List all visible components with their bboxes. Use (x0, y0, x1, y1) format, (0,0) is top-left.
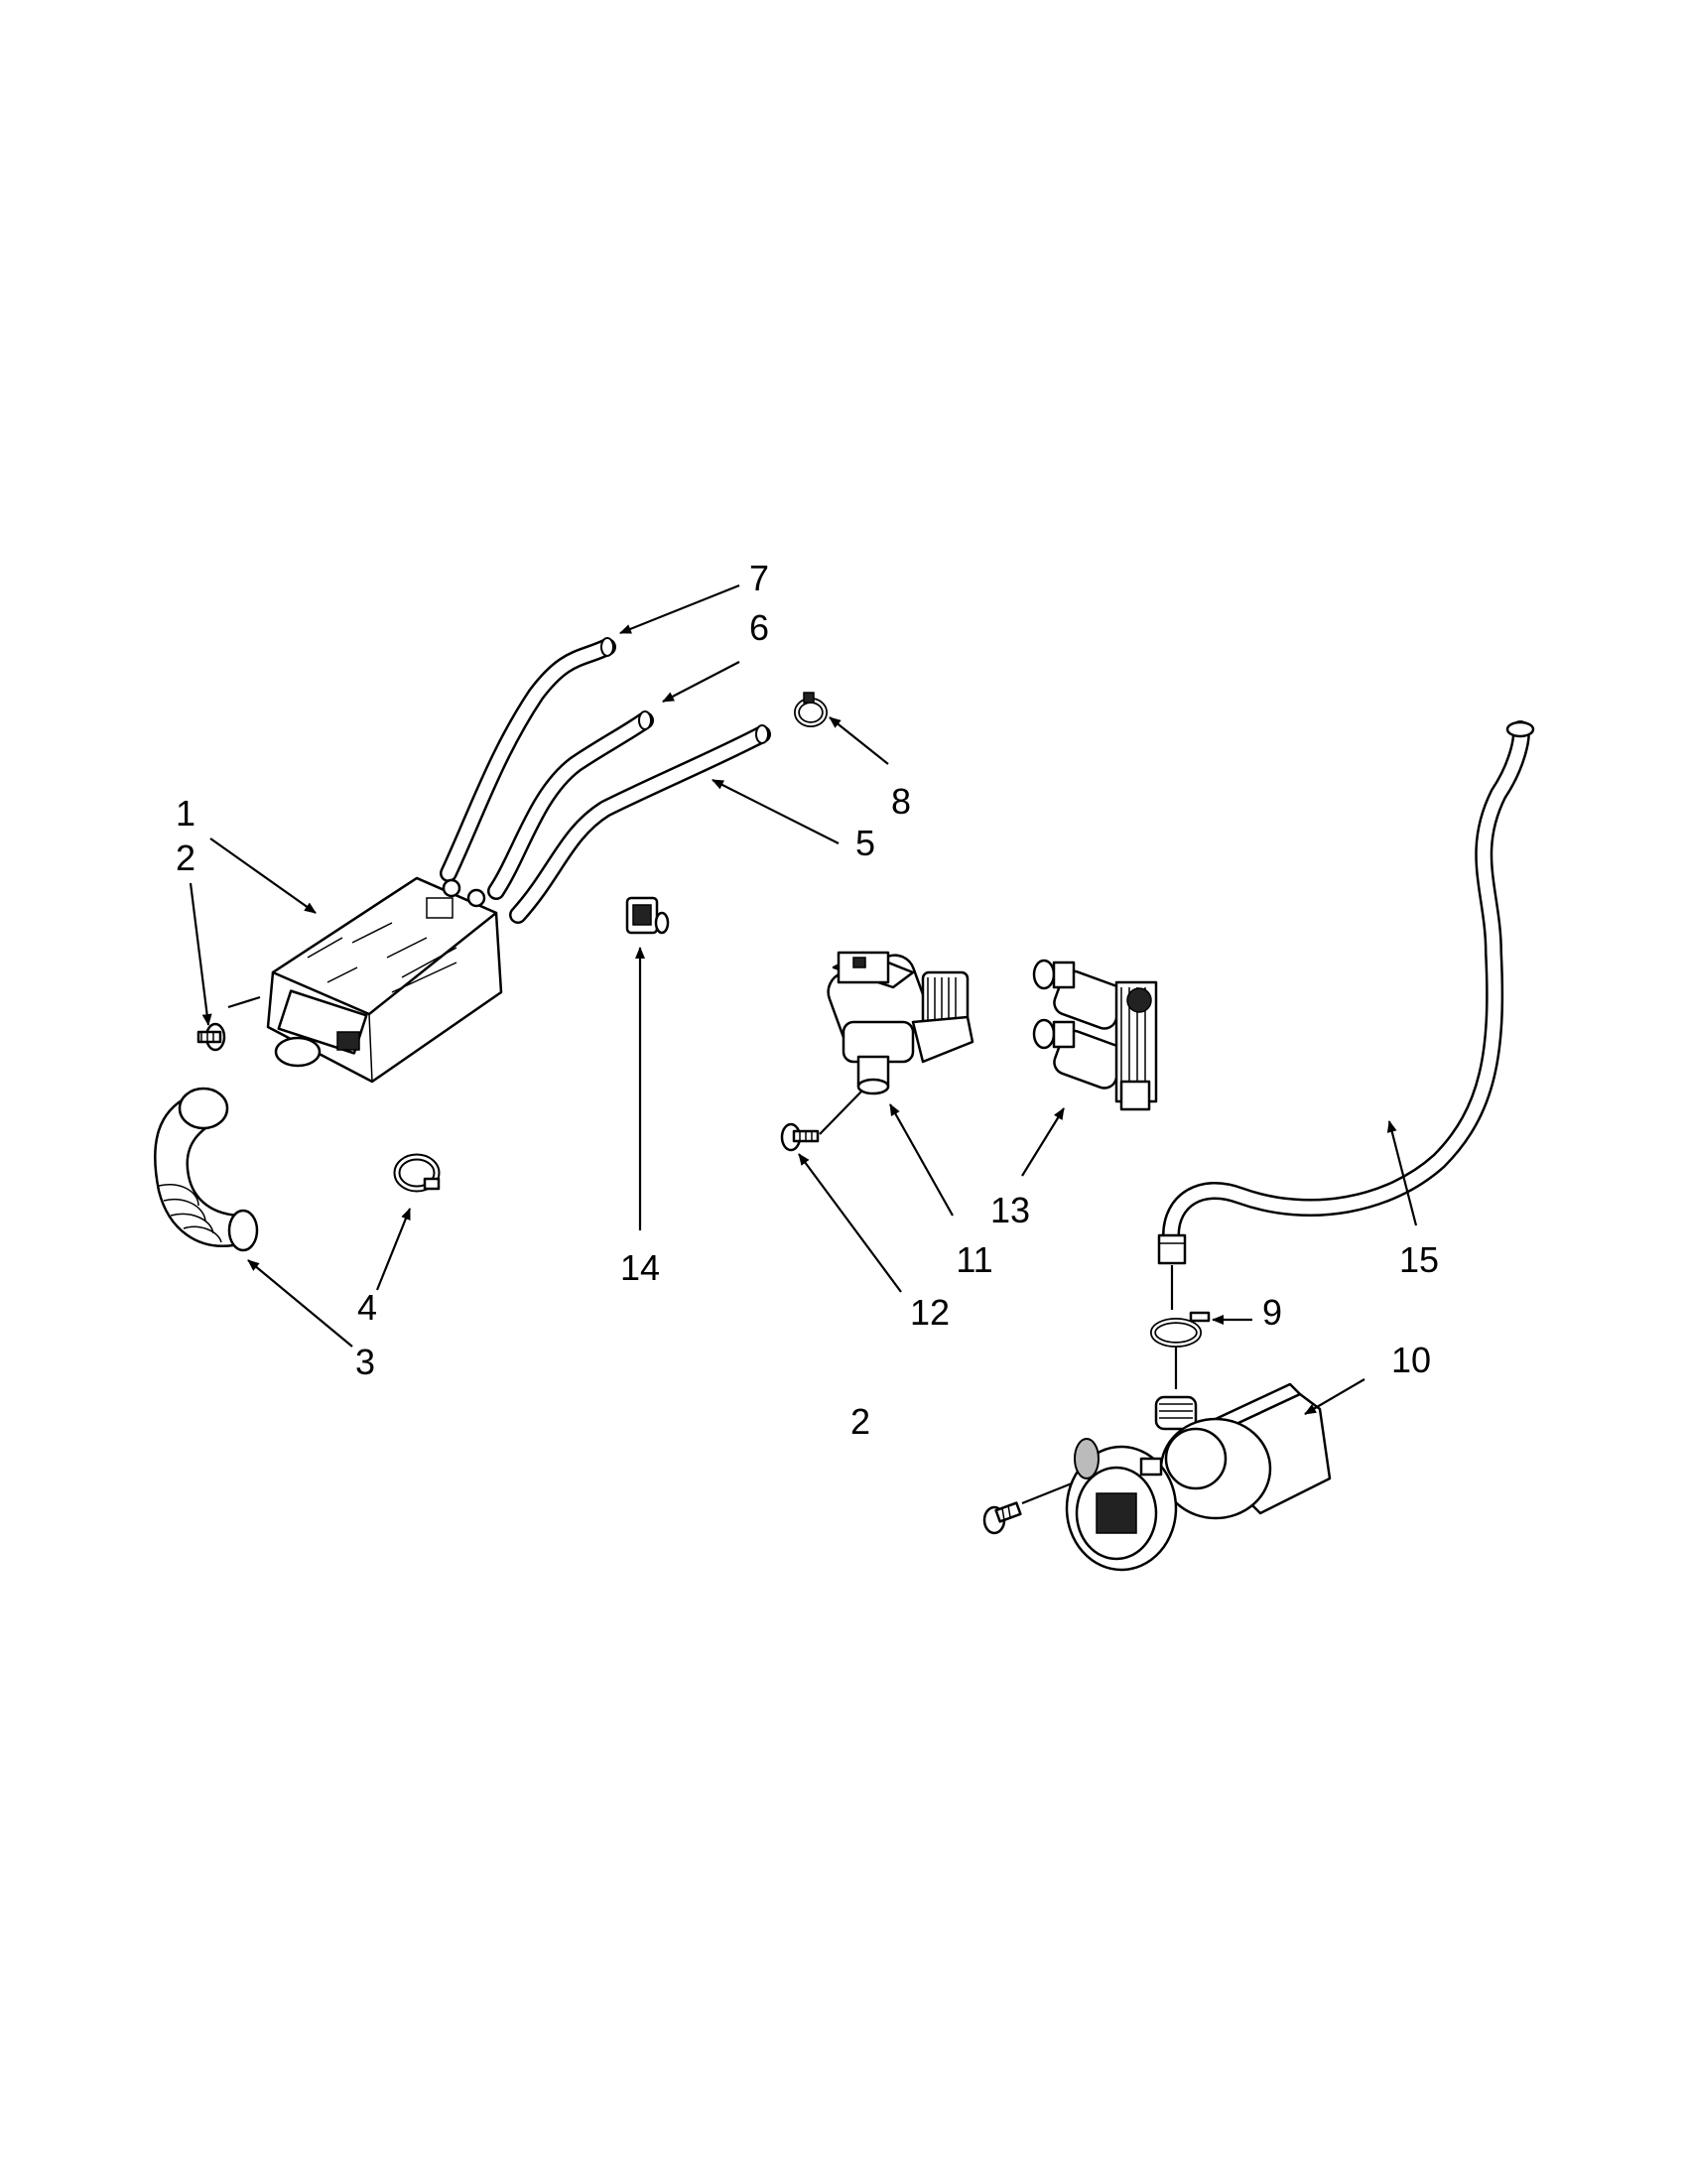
callout-6: 6 (749, 607, 769, 648)
screw-12 (780, 1091, 862, 1152)
callout-9: 9 (1262, 1292, 1282, 1333)
dispenser-housing (227, 876, 503, 1084)
callout-13: 13 (990, 1190, 1030, 1230)
bellows-hose (154, 1087, 259, 1252)
callout-leaders (189, 583, 1418, 1415)
hose-7 (440, 637, 616, 882)
callout-10: 10 (1391, 1340, 1431, 1380)
drain-hose (1157, 720, 1535, 1310)
hose-clamp-8 (794, 692, 828, 727)
drain-pump (1065, 1382, 1332, 1572)
clip-14 (625, 896, 670, 935)
callout-15: 15 (1399, 1239, 1439, 1280)
hose-clamp-4 (393, 1153, 441, 1193)
callout-12: 12 (910, 1292, 950, 1333)
callout-4: 4 (357, 1287, 377, 1328)
callout-labels: 1 2 2 3 4 5 6 7 8 9 10 11 12 13 14 15 (176, 558, 1439, 1442)
callout-8: 8 (891, 781, 911, 822)
water-inlet-valve-dual (1032, 959, 1158, 1111)
callout-14: 14 (620, 1247, 660, 1288)
callout-3: 3 (355, 1342, 375, 1382)
hose-clamp-9 (1150, 1311, 1211, 1389)
callout-2-bottom: 2 (850, 1401, 870, 1442)
screw-2-top (196, 1022, 226, 1052)
callout-5: 5 (855, 823, 875, 863)
hose-5 (509, 724, 771, 924)
hose-6 (487, 710, 654, 900)
water-inlet-valve-single (827, 951, 974, 1095)
callout-7: 7 (749, 558, 769, 598)
screw-2-bottom (982, 1481, 1073, 1535)
callout-1: 1 (176, 793, 195, 834)
callout-11: 11 (956, 1239, 992, 1280)
callout-2-top: 2 (176, 837, 195, 878)
